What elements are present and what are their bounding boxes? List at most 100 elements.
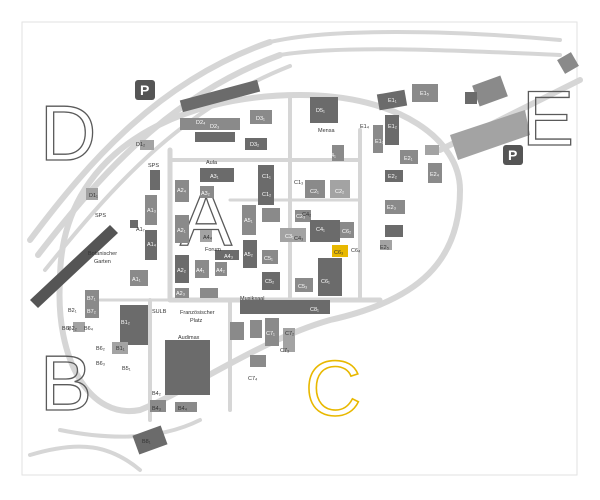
zone-letter-d: D — [40, 89, 96, 177]
building-label: C7₃ — [280, 348, 289, 354]
building-label: D1₂ — [136, 142, 145, 148]
place-label-musiksaal: Musiksaal — [240, 296, 264, 302]
svg-text:P: P — [508, 147, 517, 163]
zone-letter-c: C — [305, 344, 361, 432]
building-label: C5₁ — [264, 256, 273, 262]
building-label: A1₄ — [147, 242, 157, 248]
building-label: A5₂ — [244, 252, 253, 258]
place-label-botanischer-garten: Botanischer — [88, 251, 117, 257]
svg-text:P: P — [140, 82, 149, 98]
parking-icon[interactable]: P — [135, 80, 155, 100]
building-label: A2₂ — [177, 268, 186, 274]
building-label: A1₇ — [136, 227, 145, 233]
building-label: C4₂ — [302, 212, 311, 218]
building-label: A2₄ — [177, 188, 187, 194]
place-label-sps: SPS — [95, 213, 106, 219]
building-label: E1₂ — [388, 124, 397, 130]
building-label: B4₂ — [152, 391, 161, 397]
buildings-zone-e — [373, 52, 579, 250]
building-label: C2₁ — [310, 189, 319, 195]
building-label: B1₂ — [121, 320, 130, 326]
place-label-franzoesischer-platz: Französischer — [180, 310, 215, 316]
building-label: C1₂ — [262, 192, 271, 198]
building-label: E1₁ — [388, 98, 397, 104]
building-label: A3₂ — [201, 191, 210, 197]
place-label-forum: Forum — [205, 247, 221, 253]
building-label: D2₃ — [210, 124, 219, 130]
rail-strip — [30, 225, 118, 308]
highlighted-building-c6[interactable] — [332, 245, 348, 257]
building-label: D3₂ — [250, 142, 259, 148]
building-label: E2₅ — [380, 245, 389, 251]
place-label-mensa: Mensa — [318, 128, 335, 134]
buildings-zone-a — [130, 168, 257, 298]
building-label: E2₃ — [387, 205, 396, 211]
parking-icon[interactable]: P — [503, 145, 523, 165]
building-label: B2₂ — [68, 326, 77, 332]
building-label: E2₁ — [404, 156, 413, 162]
buildings-zone-b — [73, 290, 244, 455]
building-label: A3₁ — [210, 174, 219, 180]
building-label: E1₄ — [360, 124, 370, 130]
building-label: D2₄ — [196, 120, 206, 126]
place-label-sps: SPS — [148, 163, 159, 169]
building-label: B2₁ — [68, 308, 77, 314]
building-label: D4₁ — [327, 153, 336, 159]
building-label: B5₁ — [122, 366, 131, 372]
place-label-franzoesischer-platz: Platz — [190, 318, 202, 324]
place-label-aula: Aula — [206, 160, 218, 166]
building-label: B6₁ — [62, 326, 71, 332]
building-label: E1₃ — [375, 139, 384, 145]
buildings-zone-c — [240, 165, 354, 367]
building-label: C2₂ — [335, 189, 344, 195]
building-labels-zone-a: A1₁ A1₃ A1₄ A1₇ A2₁ A2₂ A2₃ A2₄ A3₁ A3₂ … — [132, 174, 253, 297]
building-label: A4₁ — [196, 268, 205, 274]
building-labels-zone-c: C1₁ C1₂ C1₃ C2₁ C2₂ C2₃ C3₁ C4₁ C4₂ C4₃ … — [248, 174, 361, 382]
building-label: C5₂ — [265, 279, 274, 285]
zone-letter-e: E — [522, 74, 574, 162]
building-label: C6₃ — [334, 250, 343, 256]
building-label: C7₄ — [248, 376, 258, 382]
building-label: C2₃ — [296, 214, 305, 220]
building-label: C8₁ — [310, 307, 319, 313]
building-label: B4₄ — [178, 406, 188, 412]
building-label: B6₃ — [96, 361, 105, 367]
building-label: B7₂ — [87, 309, 96, 315]
building-label: C1₃ — [294, 180, 303, 186]
place-labels: Aula Forum Mensa SPS SPS Botanischer Gar… — [88, 128, 335, 341]
building-label: C5₃ — [298, 284, 307, 290]
building-label: C6₄ — [351, 248, 361, 254]
parking-garage-e — [450, 110, 530, 160]
zone-letter-b: B — [40, 339, 92, 427]
building-label: C4₁ — [316, 227, 325, 233]
building-label: C3₁ — [285, 234, 294, 240]
building-label: B7₁ — [87, 296, 96, 302]
building-label: D1₁ — [89, 193, 98, 199]
building-label: B6₄ — [84, 326, 94, 332]
building-label: D2₂ — [182, 136, 191, 142]
building-label: D5₁ — [316, 108, 325, 114]
building-label: E2₄ — [430, 172, 440, 178]
building-label: A2₁ — [177, 228, 186, 234]
building-label: C7₁ — [266, 331, 275, 337]
building-label: D3₁ — [256, 116, 265, 122]
building-label: B6₂ — [96, 346, 105, 352]
building-label: B1₁ — [116, 346, 125, 352]
building-label: C7₂ — [285, 331, 294, 337]
building-label: A4₃ — [224, 254, 233, 260]
building-label: C4₃ — [294, 236, 303, 242]
building-label: A1₁ — [132, 277, 141, 283]
building-label: D2₁ — [230, 109, 239, 115]
building-label: A5₁ — [244, 218, 253, 224]
building-label: C6₁ — [321, 279, 330, 285]
building-label: B8₁ — [142, 439, 151, 445]
building-labels-zone-e: E1₁ E1₂ E1₃ E1₄ E1₅ E2₁ E2₂ E2₃ E2₄ E2₅ — [360, 91, 440, 251]
building-label: A2₃ — [176, 291, 185, 297]
building-label: A4₄ — [203, 235, 213, 241]
building-label: A4₂ — [216, 268, 225, 274]
building-label: E2₂ — [388, 174, 397, 180]
building-label: C6₂ — [342, 229, 351, 235]
building-labels-zone-d: D1₁ D1₂ D2₁ D2₂ D2₃ D2₄ D3₁ D3₂ D4₁ D5₁ — [89, 108, 336, 199]
place-label-botanischer-garten: Garten — [94, 259, 111, 265]
